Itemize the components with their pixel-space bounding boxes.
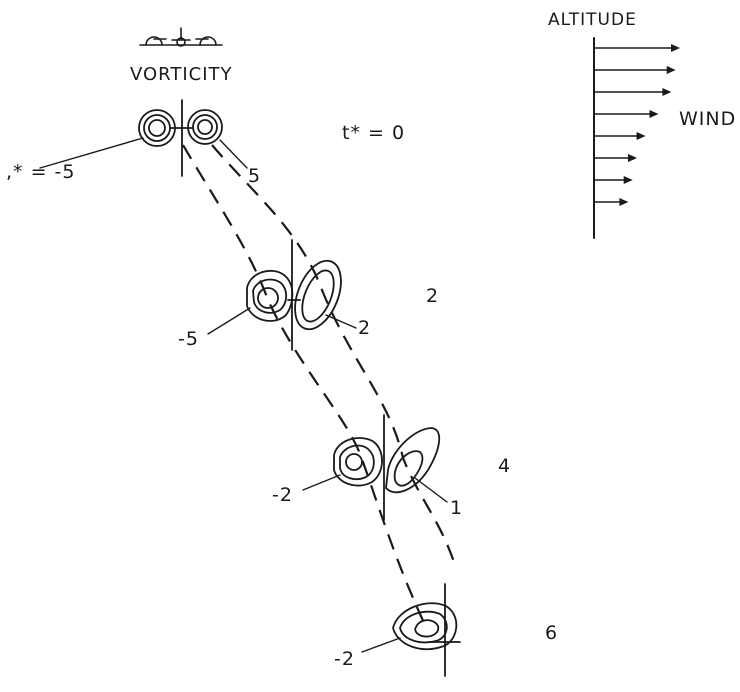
wind-arrow: [594, 154, 637, 162]
right-vortex-trajectory: [211, 144, 457, 566]
time-label-4: 4: [498, 455, 511, 477]
vortex-pair-t4: [302, 414, 448, 521]
wind-profile: ALTITUDE WIND: [548, 10, 736, 239]
vorticity-value-t0-left: ,* = -5: [6, 161, 75, 183]
vortex-pair-t0: [39, 99, 248, 177]
wind-arrow: [594, 132, 646, 140]
vorticity-label: VORTICITY: [130, 64, 233, 85]
wind-arrow: [594, 176, 633, 184]
time-label-6: 6: [545, 622, 558, 644]
wind-label: WIND: [679, 108, 736, 130]
vorticity-value-t0-right: 5: [248, 165, 261, 187]
wind-arrow: [594, 110, 659, 118]
vorticity-value-t4-right: 1: [450, 497, 463, 519]
vorticity-value-t6-left: -2: [334, 648, 355, 670]
vortex-pair-t6: [361, 583, 461, 677]
vorticity-value-t4-left: -2: [272, 484, 293, 506]
vorticity-value-t2-right: 2: [358, 317, 371, 339]
wind-arrow: [594, 198, 629, 206]
vortex-pair-t2: [207, 239, 357, 351]
wind-arrow: [594, 44, 680, 52]
left-vortex-trajectory: [182, 144, 426, 626]
wind-arrow: [594, 66, 676, 74]
vorticity-value-t2-left: -5: [178, 328, 199, 350]
altitude-label: ALTITUDE: [548, 10, 637, 30]
time-label-2: 2: [426, 285, 439, 307]
aircraft-icon: [139, 27, 223, 47]
time-label-0: t* = 0: [342, 122, 405, 144]
wind-arrow: [594, 88, 672, 96]
